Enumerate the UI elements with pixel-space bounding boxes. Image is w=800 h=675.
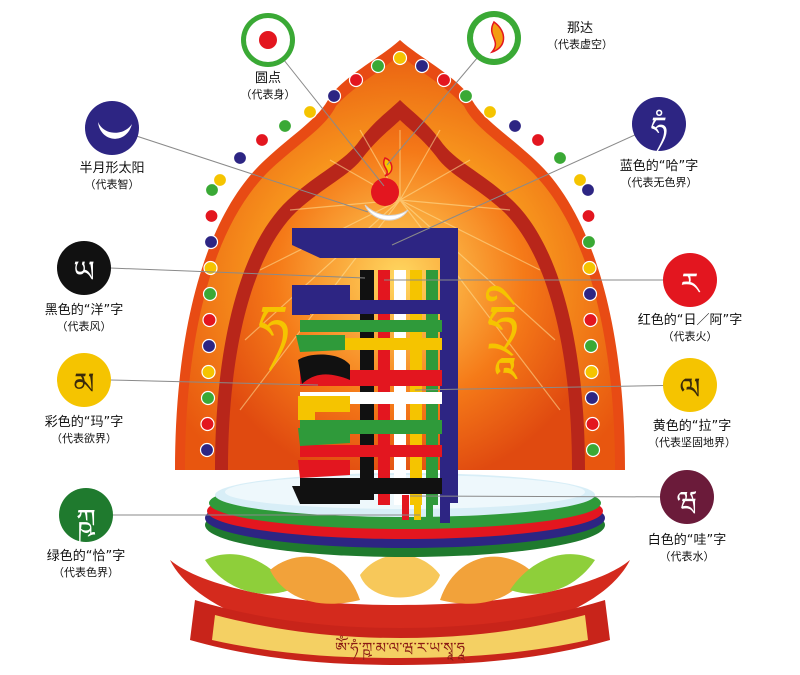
svg-text:ལ: ལ	[679, 372, 700, 407]
jewel-bead	[414, 58, 430, 74]
jewel-bead	[482, 104, 498, 120]
ksha-syllable-icon: ཀྵ	[59, 488, 113, 543]
jewel-bead	[530, 132, 546, 148]
jewel-bead	[580, 182, 596, 198]
label-subtitle: （代表水）	[659, 550, 715, 563]
jewel-bead	[199, 442, 215, 458]
jewel-bead	[254, 132, 270, 148]
label-ksha: 绿色的“恰”字 （代表色界）	[26, 548, 146, 580]
jewel-bead	[582, 260, 597, 276]
jewel-bead	[582, 286, 598, 302]
label-subtitle: （代表色界）	[53, 566, 119, 579]
jewel-bead	[392, 50, 408, 66]
label-subtitle: （代表风）	[56, 320, 112, 333]
jewel-bead	[212, 172, 228, 188]
va-syllable-icon: ཝ	[660, 470, 714, 524]
label-la: 黄色的“拉”字 （代表坚固地界）	[622, 418, 762, 450]
flame-icon	[467, 11, 521, 65]
label-subtitle: （代表坚固地界）	[648, 436, 736, 449]
label-va: 白色的“哇”字 （代表水）	[627, 532, 747, 564]
jewel-bead	[203, 260, 218, 276]
sun-rays	[239, 129, 561, 411]
ra-syllable-icon: ར	[663, 253, 717, 307]
top-crescent-moon	[364, 204, 409, 221]
svg-text:ཀྵ: ཀྵ	[76, 503, 96, 543]
ma-syllable-icon: མ	[57, 353, 111, 407]
label-title: 彩色的“玛”字	[44, 415, 124, 430]
label-subtitle: （代表火）	[662, 330, 718, 343]
label-title: 蓝色的“哈”字	[619, 159, 699, 174]
jewel-bead	[202, 286, 218, 302]
label-title: 黑色的“洋”字	[44, 303, 124, 318]
jewel-bead	[436, 72, 452, 88]
crescent-moon-icon	[85, 101, 139, 155]
jewel-bead	[202, 312, 217, 328]
jewel-bead	[348, 72, 364, 88]
jewel-bead	[200, 416, 215, 432]
jewel-bead	[204, 182, 220, 198]
label-subtitle: （代表智）	[84, 178, 140, 191]
label-title: 那达	[566, 21, 593, 36]
yang-syllable-icon: ཡ	[57, 241, 111, 295]
jewel-bead	[584, 364, 599, 380]
jewel-bead	[204, 208, 219, 224]
label-title: 绿色的“恰”字	[46, 549, 126, 564]
label-title: 白色的“哇”字	[647, 533, 727, 548]
label-ha: 蓝色的“哈”字 （代表无色界）	[599, 158, 719, 190]
label-subtitle: （代表欲界）	[51, 432, 117, 445]
svg-text:ར: ར	[681, 267, 701, 302]
label-subtitle: （代表身）	[240, 88, 296, 101]
jewel-bead	[326, 88, 342, 104]
label-nada: 那达 （代表虚空）	[530, 20, 630, 52]
svg-text:ཧཾ: ཧཾ	[651, 109, 668, 153]
jewel-bead	[203, 234, 219, 250]
jewel-bead	[552, 150, 568, 166]
label-ra: 红色的“日／阿”字 （代表火）	[620, 312, 760, 344]
svg-text:ཝ: ཝ	[677, 485, 698, 518]
label-title: 圆点	[254, 71, 281, 86]
svg-text:མ: མ	[73, 367, 94, 402]
ha-syllable-icon: ཧཾ	[632, 97, 686, 153]
jewel-bead	[370, 58, 386, 74]
jewel-beads	[199, 50, 601, 458]
la-syllable-icon: ལ	[663, 358, 717, 412]
jewel-bead	[277, 118, 293, 134]
jewel-bead	[201, 364, 216, 380]
jewel-bead	[584, 390, 600, 406]
leader-lines	[109, 37, 691, 516]
label-subtitle: （代表虚空）	[547, 38, 613, 51]
jewel-bead	[581, 208, 596, 224]
jewel-bead	[232, 150, 248, 166]
node-icons: ཧཾ ཡ ར མ ལ ཀྵ ཝ	[57, 11, 717, 543]
jewel-bead	[585, 442, 601, 458]
top-red-dot	[371, 178, 399, 206]
jewel-bead	[201, 338, 217, 354]
jewel-bead	[585, 416, 600, 432]
jewel-bead	[572, 172, 588, 188]
jewel-bead	[583, 312, 598, 328]
ribbon-script: ཨོཾ་ཧཾ་ཀྵ་མ་ལ་ཝ་ར་ཡ་སྭཱ་ཧཱ	[335, 635, 466, 661]
jewel-bead	[583, 338, 599, 354]
label-title: 半月形太阳	[79, 161, 145, 176]
label-title: 红色的“日／阿”字	[637, 313, 743, 328]
jewel-bead	[200, 390, 216, 406]
label-yang: 黑色的“洋”字 （代表风）	[24, 302, 144, 334]
label-title: 黄色的“拉”字	[652, 419, 732, 434]
red-dot-icon	[241, 13, 295, 67]
jewel-bead	[507, 118, 523, 134]
label-ma: 彩色的“玛”字 （代表欲界）	[24, 414, 144, 446]
kalachakra-monogram: ཧ ཧྲཱི	[258, 157, 518, 523]
label-moon: 半月形太阳 （代表智）	[52, 160, 172, 192]
label-dot: 圆点 （代表身）	[228, 70, 308, 102]
jewel-bead	[458, 88, 474, 104]
svg-text:ཡ: ཡ	[73, 255, 95, 290]
jewel-bead	[302, 104, 318, 120]
label-subtitle: （代表无色界）	[620, 176, 698, 189]
jewel-bead	[581, 234, 597, 250]
